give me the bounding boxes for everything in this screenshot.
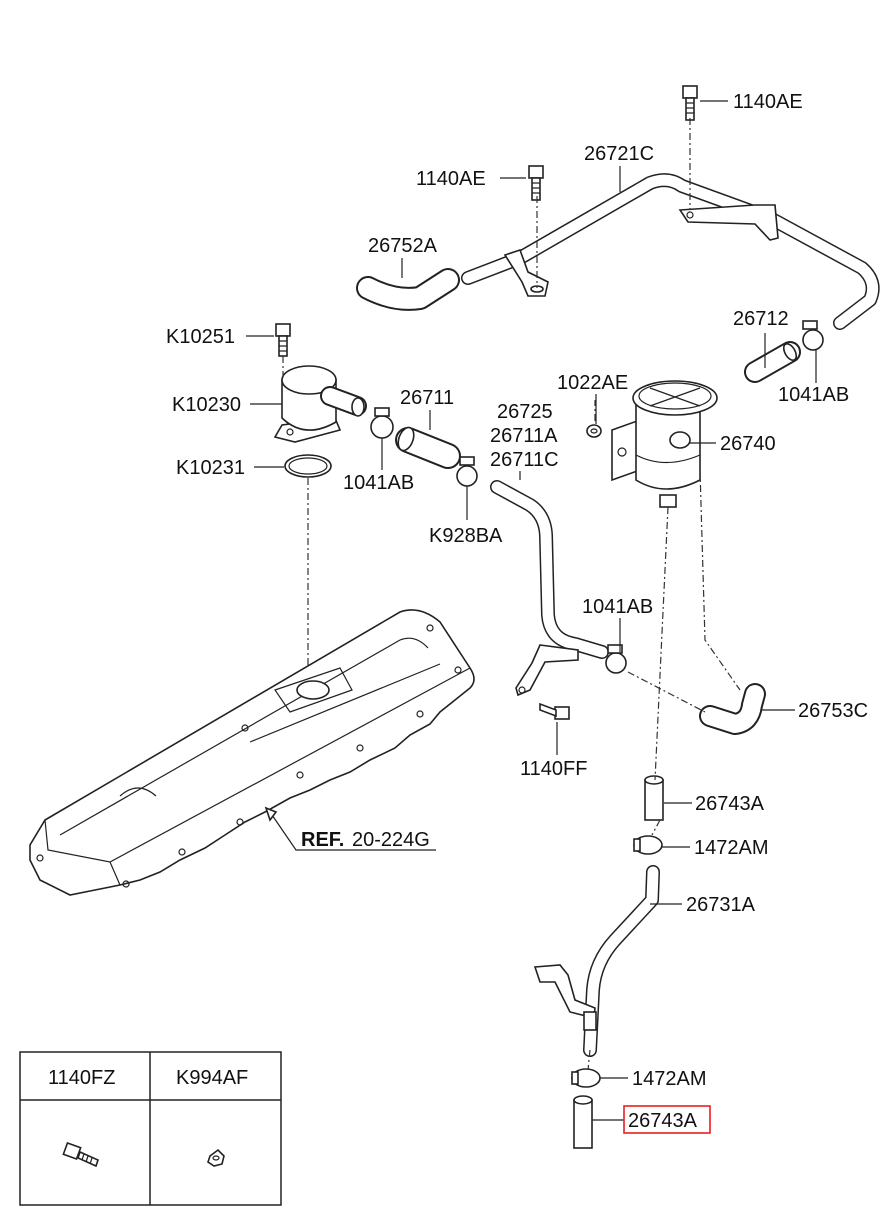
- bolt-1140fz-icon: [62, 1141, 99, 1168]
- label-clamp-k928: K928BA: [429, 525, 503, 547]
- label-clamp-mid: 1041AB: [582, 596, 653, 618]
- rocker-cover: [29, 609, 475, 896]
- label-bolt-cap: K10251: [166, 326, 235, 348]
- assembly-guide-lines: [282, 118, 741, 1071]
- label-hose-lower-right: 26753C: [798, 700, 868, 722]
- clamp-k928ba: [456, 456, 478, 487]
- nut-k994af-icon: [207, 1148, 225, 1167]
- label-hose-short-lower: 26743A: [628, 1110, 698, 1132]
- label-washer: 1022AE: [557, 372, 628, 394]
- label-clamp-lower-bottom: 1472AM: [632, 1068, 707, 1090]
- label-bolt-bracket: 1140FF: [520, 758, 587, 780]
- label-ref-prefix: REF.: [301, 829, 344, 851]
- label-pipe-lower: 26731A: [686, 894, 756, 916]
- label-pipe-upper: 26721C: [584, 143, 654, 165]
- clamp-1472am-lower: [571, 1068, 601, 1088]
- table-header-k994af: K994AF: [176, 1067, 248, 1089]
- bolt-1140ae-top: [682, 85, 698, 121]
- fastener-table: 1140FZ K994AF: [19, 1051, 282, 1206]
- clamp-1041ab-upper: [802, 320, 824, 351]
- label-hose-upper-right: 26712: [733, 308, 789, 330]
- pipe-26711c: [490, 480, 609, 697]
- cap-k10230: [273, 365, 367, 443]
- label-stack-3: 26711C: [490, 449, 559, 471]
- label-hose-short-upper: 26743A: [695, 793, 765, 815]
- separator-26740: [611, 380, 718, 508]
- label-hose-mid: 26711: [400, 387, 454, 409]
- pipe-26731a: [533, 865, 660, 1057]
- part-labels: 1140AE 26721C 1140AE 26752A 26712 K10251…: [166, 91, 868, 1134]
- label-bolt-top-right: 1140AE: [733, 91, 803, 113]
- hose-26752a: [356, 268, 460, 311]
- clamp-1041ab-mid: [605, 644, 627, 674]
- label-bolt-upper-mid: 1140AE: [416, 168, 486, 190]
- label-ref-code: 20-224G: [352, 829, 430, 851]
- label-separator: 26740: [720, 433, 776, 455]
- hose-26743a-lower: [573, 1095, 593, 1149]
- pipe-26721c: [461, 173, 880, 330]
- gasket-k10231: [284, 454, 332, 478]
- clamp-1472am-upper: [633, 835, 663, 855]
- hose-26743a-upper: [644, 775, 664, 821]
- highlight-box: [623, 1105, 711, 1134]
- label-stack-1: 26725: [497, 401, 553, 423]
- bolt-k10251: [275, 323, 291, 357]
- leader-lines: [246, 100, 817, 1121]
- hose-26712: [744, 341, 801, 383]
- label-cap: K10230: [172, 394, 241, 416]
- label-clamp-upper-right: 1041AB: [778, 384, 849, 406]
- bolt-1140ff: [539, 702, 570, 720]
- label-clamp-lower-upper: 1472AM: [694, 837, 769, 859]
- label-clamp-left: 1041AB: [343, 472, 414, 494]
- hose-26753c: [699, 683, 766, 735]
- table-header-1140fz: 1140FZ: [48, 1067, 115, 1089]
- label-hose-upper-left: 26752A: [368, 235, 438, 257]
- washer-1022ae: [586, 424, 602, 438]
- label-gasket: K10231: [176, 457, 245, 479]
- label-stack-2: 26711A: [490, 425, 558, 447]
- bolt-1140ae-mid: [528, 165, 544, 201]
- hose-26711: [395, 426, 461, 469]
- clamp-1041ab-left: [370, 407, 394, 439]
